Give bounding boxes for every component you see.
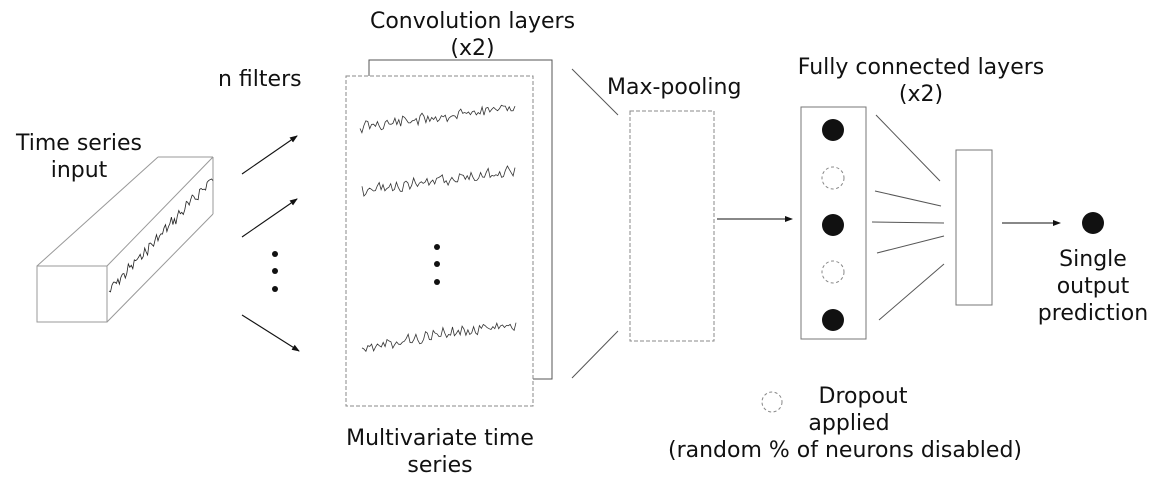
label-line: Multivariate time	[346, 426, 534, 451]
filter-arrow	[241, 314, 300, 352]
label-line: applied	[808, 411, 890, 436]
conv-ellipsis	[434, 244, 440, 285]
filter-arrow	[241, 135, 298, 175]
fc-neuron-dropout	[821, 260, 845, 284]
pooling-projection-lines	[571, 68, 619, 379]
output-neuron	[1082, 212, 1104, 234]
label-line: input	[50, 158, 108, 183]
label-line: (x2)	[898, 82, 944, 107]
single-output-label: Single output prediction	[1028, 246, 1158, 327]
label-line: series	[407, 453, 473, 478]
fc-neuron-active	[822, 119, 844, 141]
time-series-input-label: Time series input	[0, 130, 158, 184]
time-series-input-box	[36, 156, 214, 323]
label-line: output	[1056, 274, 1130, 299]
label-line: Single	[1059, 247, 1127, 272]
label-line: Time series	[16, 131, 142, 156]
max-pooling-label: Max-pooling	[607, 75, 742, 100]
fully-connected-label: Fully connected layers (x2)	[780, 54, 1062, 108]
fc-neuron-dropout	[821, 166, 845, 190]
label-line: (random % of neurons disabled)	[667, 438, 1023, 463]
conv-waveform	[359, 104, 516, 134]
input-waveform	[108, 178, 214, 293]
multivariate-label: Multivariate time series	[300, 425, 580, 479]
label-line: Convolution layers	[369, 9, 576, 34]
dropout-legend-icon	[761, 391, 783, 413]
fc-neurons	[821, 119, 845, 331]
fc-neuron-active	[822, 309, 844, 331]
fc-connections	[871, 114, 945, 321]
convolution-label: Convolution layers (x2)	[300, 8, 645, 62]
label-line: prediction	[1037, 301, 1149, 326]
n-filters-label: n filters	[218, 67, 302, 92]
max-pooling-layer	[629, 110, 715, 342]
conv-layer-front	[345, 75, 534, 407]
dropout-legend-label: Dropout applied (random % of neurons dis…	[640, 383, 1050, 464]
label-line: Dropout	[818, 384, 908, 409]
conv-waveform	[361, 322, 517, 353]
conv-waveform	[361, 165, 516, 197]
filter-arrows	[241, 135, 300, 352]
dense-output-layer	[955, 149, 993, 306]
label-line: (x2)	[450, 36, 495, 61]
filter-ellipsis	[272, 251, 278, 292]
label-line: Fully connected layers	[797, 55, 1045, 80]
fc-neuron-active	[822, 214, 844, 236]
filter-arrow	[241, 198, 298, 238]
